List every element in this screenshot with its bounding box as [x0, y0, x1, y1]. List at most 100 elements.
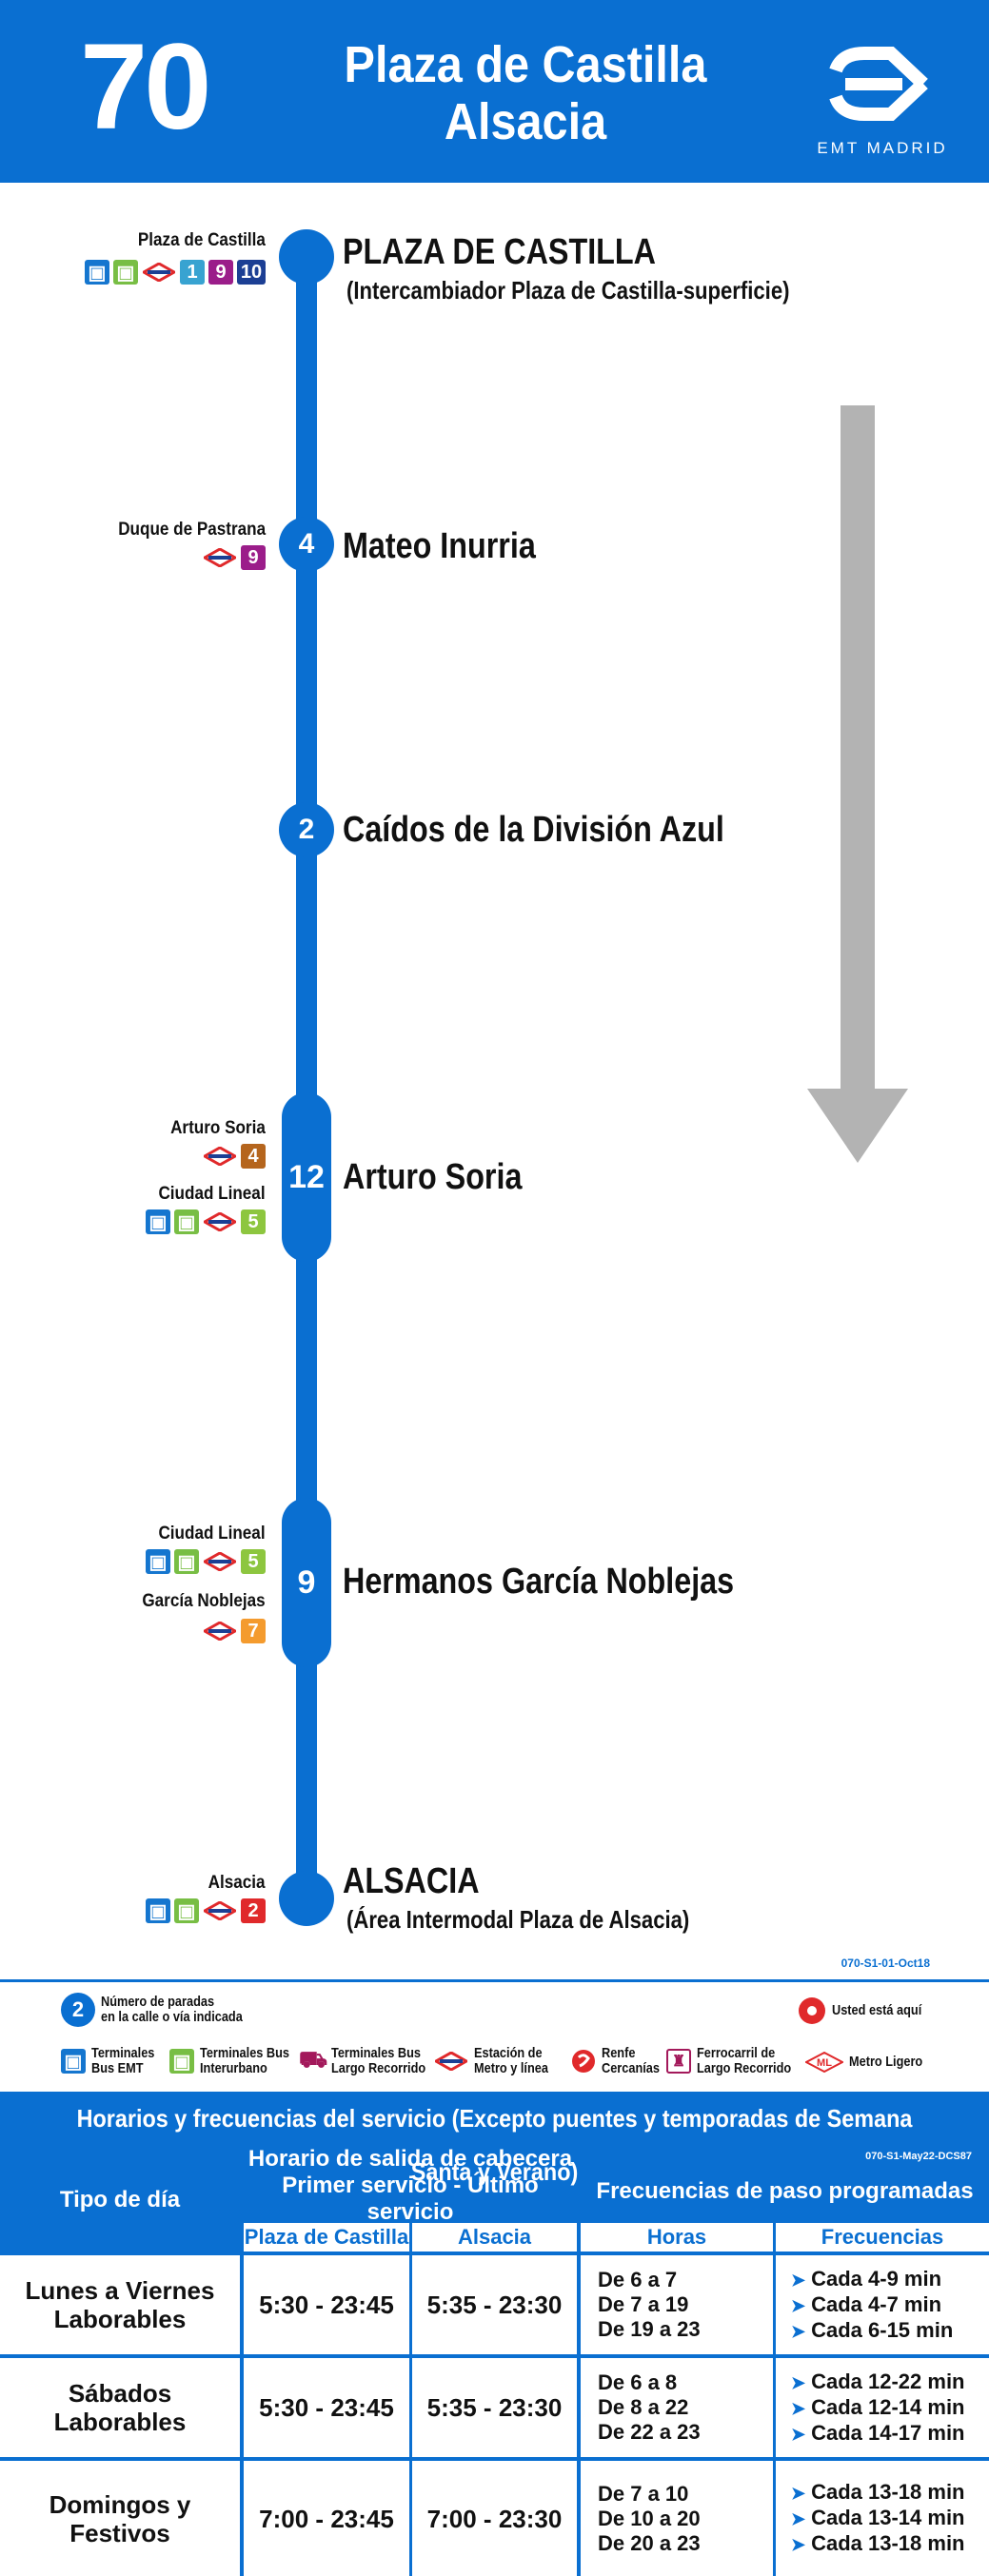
connection-icons: 7: [203, 1618, 266, 1644]
day-type-line-2: Laborables: [53, 2408, 187, 2436]
arrow-right-icon: ➤: [791, 2535, 806, 2554]
metro-line-4-badge: 4: [241, 1144, 266, 1169]
hour-range: De 7 a 19: [598, 2292, 689, 2316]
origin-time-cell: 5:30 - 23:45: [244, 2255, 409, 2354]
stop-subtitle: (Intercambiador Plaza de Castilla-superf…: [346, 276, 790, 305]
legend-stops-text-2: en la calle o vía indicada: [101, 2009, 243, 2025]
legend-label: Largo Recorrido: [331, 2060, 426, 2076]
bus-largo-icon: ⛟: [298, 2047, 328, 2074]
bus-interurbano-icon: ▣: [174, 1549, 199, 1574]
metro-line-9-badge: 9: [208, 260, 233, 285]
metro-icon: [203, 1898, 237, 1923]
connection-station: Alsacia: [208, 1873, 266, 1893]
legend-label: Bus EMT: [91, 2060, 144, 2076]
legend-label: Largo Recorrido: [697, 2060, 792, 2076]
legend-you-are-here: Usted está aquí: [798, 1996, 938, 2025]
origin-title: Plaza de Castilla: [344, 36, 707, 93]
stop-name: Arturo Soria: [343, 1157, 523, 1197]
legend-stops-count: 2 Número de paradas en la calle o vía in…: [61, 1993, 267, 2027]
bus-interurbano-icon: ▣: [174, 1209, 199, 1234]
legend-label: Ferrocarril de: [697, 2045, 776, 2061]
subheader-origin: Plaza de Castilla: [244, 2223, 409, 2252]
arrow-right-icon: ➤: [791, 2321, 806, 2341]
connection-icons: 4: [203, 1143, 266, 1170]
stop-marker: 9: [282, 1498, 331, 1667]
metro-icon: [203, 1144, 237, 1169]
stop-name: Caídos de la División Azul: [343, 810, 724, 850]
schedule-title: Horarios y frecuencias del servicio (Exc…: [76, 2104, 913, 2186]
subheader-hours: Horas: [581, 2223, 773, 2252]
bus-emt-icon: ▣: [146, 1209, 170, 1234]
arrow-right-icon: ➤: [791, 2372, 806, 2392]
route-number: 70: [80, 19, 211, 155]
day-type-line-1: Lunes a Viernes: [25, 2276, 215, 2305]
day-type-cell: Sábados Laborables: [0, 2358, 240, 2457]
arrow-right-icon: ➤: [791, 2509, 806, 2528]
dest-time-cell: 5:35 - 23:30: [412, 2255, 577, 2354]
freq-text: Cada 12-22 min: [811, 2369, 965, 2393]
connection-station: Arturo Soria: [170, 1118, 266, 1138]
stop-marker: 4: [279, 517, 334, 572]
metro-ligero-icon: ML: [805, 2052, 843, 2073]
header-frequencies: Frecuencias de paso programadas: [596, 2178, 974, 2204]
connection-icons: ▣ ▣ 2: [146, 1898, 266, 1924]
connection-icons: ▣ ▣ 5: [146, 1209, 266, 1235]
arrow-right-icon: ➤: [791, 2484, 806, 2503]
destination-title: Alsacia: [444, 93, 607, 150]
freq-text: Cada 4-9 min: [811, 2266, 942, 2291]
day-type-line-1: Sábados: [68, 2379, 172, 2408]
stop-subtitle: (Área Intermodal Plaza de Alsacia): [346, 1905, 690, 1934]
metro-icon: [142, 260, 176, 285]
schedule-code: 070-S1-May22-DCS87: [865, 2151, 972, 2162]
hours-cell: De 6 a 8 De 8 a 22 De 22 a 23: [581, 2358, 773, 2457]
freq-item: ➤Cada 4-7 min: [791, 2291, 942, 2317]
freq-cell: ➤Cada 4-9 min ➤Cada 4-7 min ➤Cada 6-15 m…: [776, 2255, 989, 2354]
metro-icon: [203, 1549, 237, 1574]
legend-stops-text-1: Número de paradas: [101, 1994, 215, 2010]
origin-time-cell: 5:30 - 23:45: [244, 2358, 409, 2457]
freq-cell: ➤Cada 12-22 min ➤Cada 12-14 min ➤Cada 14…: [776, 2358, 989, 2457]
legend-label: Cercanías: [602, 2060, 660, 2076]
day-type-cell: Lunes a Viernes Laborables: [0, 2255, 240, 2354]
connection-station: García Noblejas: [142, 1591, 266, 1611]
train-icon: ♜: [666, 2049, 691, 2074]
day-type-line-2: Festivos: [69, 2518, 170, 2547]
hours-cell: De 7 a 10 De 10 a 20 De 20 a 23: [581, 2461, 773, 2576]
dest-time-cell: 7:00 - 23:30: [412, 2461, 577, 2576]
freq-cell: ➤ Cada 13-18 min ➤Cada 13-14 min ➤ Cada 13…: [776, 2461, 989, 2576]
bus-interurbano-icon: ▣: [169, 2049, 194, 2074]
origin-time-cell: 7:00 - 23:45: [244, 2461, 409, 2576]
freq-item: ➤Cada 13-14 min: [791, 2507, 965, 2530]
arrow-right-icon: ➤: [791, 2295, 806, 2315]
hour-range: De 19 a 23: [598, 2317, 701, 2341]
hour-range: De 22 a 23: [598, 2420, 701, 2444]
stop-name: PLAZA DE CASTILLA: [343, 232, 656, 272]
connection-station: Ciudad Lineal: [158, 1184, 266, 1204]
stop-marker: 2: [279, 802, 334, 857]
stop-name: Mateo Inurria: [343, 526, 536, 566]
metro-icon: [203, 1209, 237, 1234]
legend-label: Terminales Bus: [200, 2045, 290, 2061]
metro-line-7-badge: 7: [241, 1619, 266, 1643]
freq-item: ➤Cada 6-15 min: [791, 2318, 953, 2343]
legend-label: Renfe: [602, 2045, 636, 2061]
legend-label: Interurbano: [200, 2060, 267, 2076]
stop-marker-terminal: [279, 229, 334, 285]
header-schedule-1: Horario de salida de cabecera: [247, 2146, 573, 2172]
legend-label: Estación de: [474, 2045, 543, 2061]
metro-line-5-badge: 5: [241, 1549, 266, 1574]
bus-emt-icon: ▣: [146, 1898, 170, 1923]
bus-interurbano-icon: ▣: [174, 1898, 199, 1923]
freq-text: Cada 13-18 min: [811, 2531, 965, 2555]
freq-text: Cada 4-7 min: [811, 2291, 942, 2316]
freq-item: ➤ Cada 13-18 min: [791, 2532, 965, 2556]
legend-top-divider: [0, 1979, 989, 1982]
bus-interurbano-icon: ▣: [113, 260, 138, 285]
route-line: [296, 255, 317, 1901]
direction-arrow-icon: [807, 405, 908, 1163]
